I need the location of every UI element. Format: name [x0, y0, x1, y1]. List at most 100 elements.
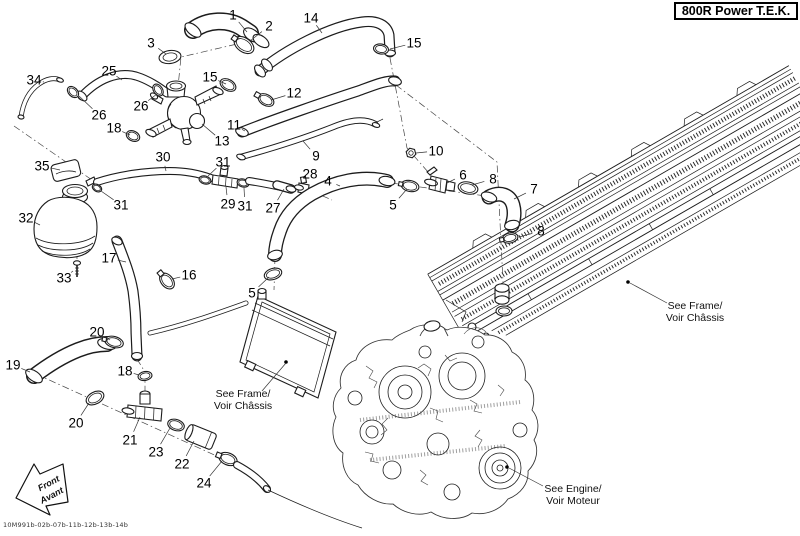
hose-4 [267, 171, 396, 262]
callout-number-14: 14 [303, 11, 319, 26]
callout-number-10: 10 [428, 144, 443, 159]
callout-number-15: 15 [202, 70, 217, 85]
callout-number-34: 34 [26, 73, 42, 88]
callout-leader-15 [389, 44, 406, 50]
callout-leader-12 [270, 95, 286, 101]
callout-leader-24 [209, 460, 223, 477]
callout-number-1: 1 [229, 8, 237, 23]
callout-leader-29 [225, 186, 228, 196]
hose-14 [254, 16, 397, 78]
callout-number-8: 8 [537, 224, 545, 239]
callout-number-20: 20 [68, 416, 83, 431]
see-frame-left-label-en: See Frame/ [216, 388, 271, 400]
callout-leader-6 [446, 178, 456, 184]
callout-leader-31 [243, 187, 245, 198]
callout-leader-4 [336, 184, 341, 187]
see-engine-label-en: See Engine/ [544, 483, 601, 495]
tee-fitting-21 [121, 390, 163, 422]
exchanger-inlet-port [494, 283, 513, 317]
callout-number-11: 11 [227, 118, 241, 133]
callout-number-2: 2 [265, 19, 273, 34]
callout-number-18: 18 [106, 121, 121, 136]
see-frame-right-label-fr: Voir Châssis [666, 312, 724, 324]
clamp-8-lower [498, 232, 519, 244]
bleed-screw [72, 260, 82, 277]
callout-leader-14 [316, 25, 323, 34]
clamp-12 [253, 90, 275, 107]
see-frame-left-label-fr: Voir Châssis [214, 400, 272, 412]
callout-leader-26 [78, 95, 93, 110]
diagram-reference-code: 10M991b-02b-07b-11b-12b-13b-14b [3, 521, 129, 529]
callout-leader-1 [238, 21, 248, 33]
callout-number-27: 27 [265, 201, 280, 216]
callout-number-33: 33 [56, 271, 71, 286]
callout-leader-18 [122, 131, 131, 136]
callout-leader-35 [50, 167, 61, 171]
clamp-5-upper [397, 179, 420, 193]
clamp-15-left [219, 78, 237, 92]
clamp-31-tank [91, 183, 103, 193]
hose-9 [236, 117, 384, 161]
callout-leader-31 [207, 167, 217, 177]
callout-number-5: 5 [248, 286, 256, 301]
see-engine-label-fr: Voir Moteur [546, 495, 600, 507]
callout-number-5: 5 [389, 198, 397, 213]
callout-number-32: 32 [18, 211, 33, 226]
callout-number-17: 17 [101, 251, 116, 266]
gasket-ring-3 [158, 49, 182, 65]
callout-number-31: 31 [113, 198, 128, 213]
callout-leader-18 [133, 373, 140, 376]
see-frame-left-dot [284, 360, 288, 364]
engine-drawing [332, 320, 539, 519]
callout-number-3: 3 [147, 36, 155, 51]
clamp-31-left [198, 175, 212, 185]
fitting-22 [184, 424, 217, 450]
water-pump-drawing [145, 80, 224, 146]
see-engine-dot [505, 465, 509, 469]
callout-number-31: 31 [215, 155, 230, 170]
callout-number-6: 6 [459, 168, 467, 183]
callout-leader-30 [164, 165, 167, 172]
callout-leader-15 [218, 80, 227, 85]
hose-1 [184, 12, 270, 49]
clamp-24 [214, 451, 238, 467]
callout-number-16: 16 [181, 268, 196, 283]
see-frame-right-dot [626, 280, 630, 284]
elbow-7 [480, 186, 522, 233]
clamp-18-lower [137, 370, 153, 382]
callout-number-26: 26 [91, 108, 106, 123]
callout-number-22: 22 [174, 457, 189, 472]
clamp-20-upper [101, 335, 124, 349]
heat-exchanger-drawing [427, 65, 800, 339]
callout-leader-21 [133, 416, 141, 432]
hose-engine-feed [233, 461, 363, 529]
callout-leader-13 [201, 123, 216, 136]
hose-11 [235, 75, 402, 138]
callout-leader-19 [21, 368, 31, 373]
see-frame-right-label-en: See Frame/ [668, 300, 723, 312]
callout-leader-31 [100, 190, 114, 201]
clamp-26a [66, 85, 80, 99]
hose-30 [93, 167, 215, 186]
callout-number-18: 18 [117, 364, 132, 379]
callout-leader-8 [471, 181, 485, 186]
callout-leader-16 [171, 276, 181, 280]
callout-number-30: 30 [155, 150, 170, 165]
callout-number-9: 9 [312, 149, 320, 164]
callout-number-35: 35 [34, 159, 49, 174]
callout-leader-26 [147, 93, 158, 101]
clamp-26b [152, 83, 164, 97]
callout-number-12: 12 [286, 86, 301, 101]
callout-leader-32 [33, 221, 41, 226]
callout-number-7: 7 [530, 182, 538, 197]
callout-leader-17 [117, 259, 127, 263]
callout-leader-27 [277, 188, 285, 201]
callout-number-23: 23 [148, 445, 163, 460]
callout-number-15: 15 [406, 36, 421, 51]
callout-leader-3 [158, 48, 167, 55]
front-direction-arrow: Front Avant [15, 463, 69, 516]
callout-number-31: 31 [237, 199, 252, 214]
clamp-15-right [373, 43, 389, 55]
model-badge: 800R Power T.E.K. [674, 2, 798, 20]
